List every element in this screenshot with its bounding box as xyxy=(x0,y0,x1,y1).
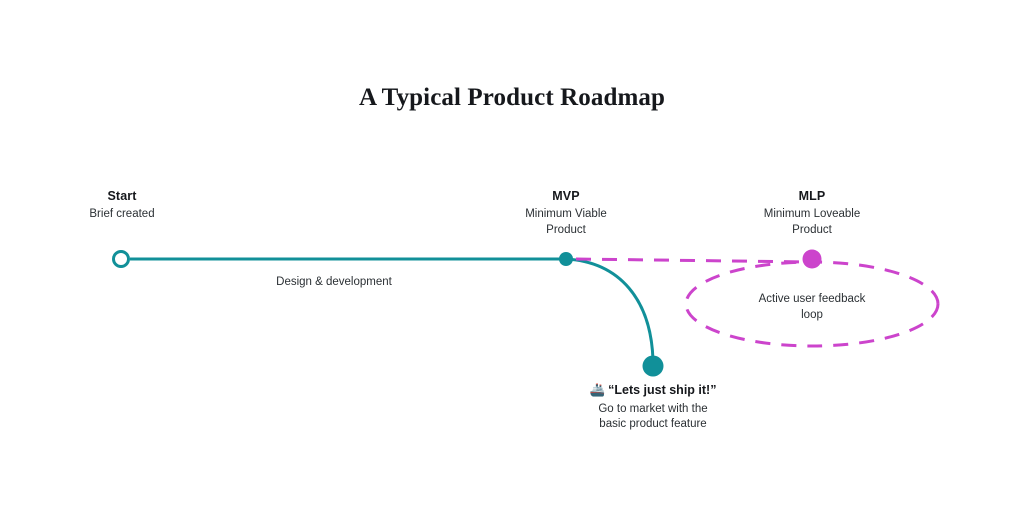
ship-it-sub-line2: basic product feature xyxy=(599,418,707,430)
node-sub-mvp-line1: Minimum Viable xyxy=(525,208,607,220)
node-sub-mlp-line2: Product xyxy=(792,224,832,236)
node-sub-start: Brief created xyxy=(89,208,155,220)
node-label-mvp: MVP Minimum Viable Product xyxy=(496,188,636,238)
node-label-mlp: MLP Minimum Loveable Product xyxy=(742,188,882,238)
node-sub-mvp-line2: Product xyxy=(546,224,586,236)
node-heading-start: Start xyxy=(107,189,137,203)
node-marker-ship-it[interactable] xyxy=(642,355,664,377)
loop-label-line1: Active user feedback xyxy=(758,293,866,305)
node-marker-mlp[interactable] xyxy=(802,249,822,269)
page-title: A Typical Product Roadmap xyxy=(358,84,665,111)
ship-it-headline: “Lets just ship it!” xyxy=(608,383,717,397)
node-marker-mvp[interactable] xyxy=(559,252,573,266)
node-sub-mlp-line1: Minimum Loveable xyxy=(763,208,861,220)
ship-it-annotation: 🚢“Lets just ship it!” Go to market with … xyxy=(553,381,753,432)
timeline-branch-curve xyxy=(564,257,655,362)
ship-it-sub-line1: Go to market with the xyxy=(598,403,708,415)
node-label-start: Start Brief created xyxy=(52,188,192,222)
node-heading-mvp: MVP xyxy=(552,189,580,203)
edge-label-design-development: Design & development xyxy=(276,276,392,288)
ship-icon: 🚢 xyxy=(589,383,606,397)
ship-it-headline-row: 🚢“Lets just ship it!” xyxy=(553,381,753,399)
node-heading-mlp: MLP xyxy=(798,189,826,203)
edge-label-feedback-loop: Active user feedback loop xyxy=(732,291,892,323)
node-marker-start[interactable] xyxy=(112,250,130,268)
loop-label-line2: loop xyxy=(801,309,823,321)
loop-entry-dashed-line xyxy=(575,257,813,264)
